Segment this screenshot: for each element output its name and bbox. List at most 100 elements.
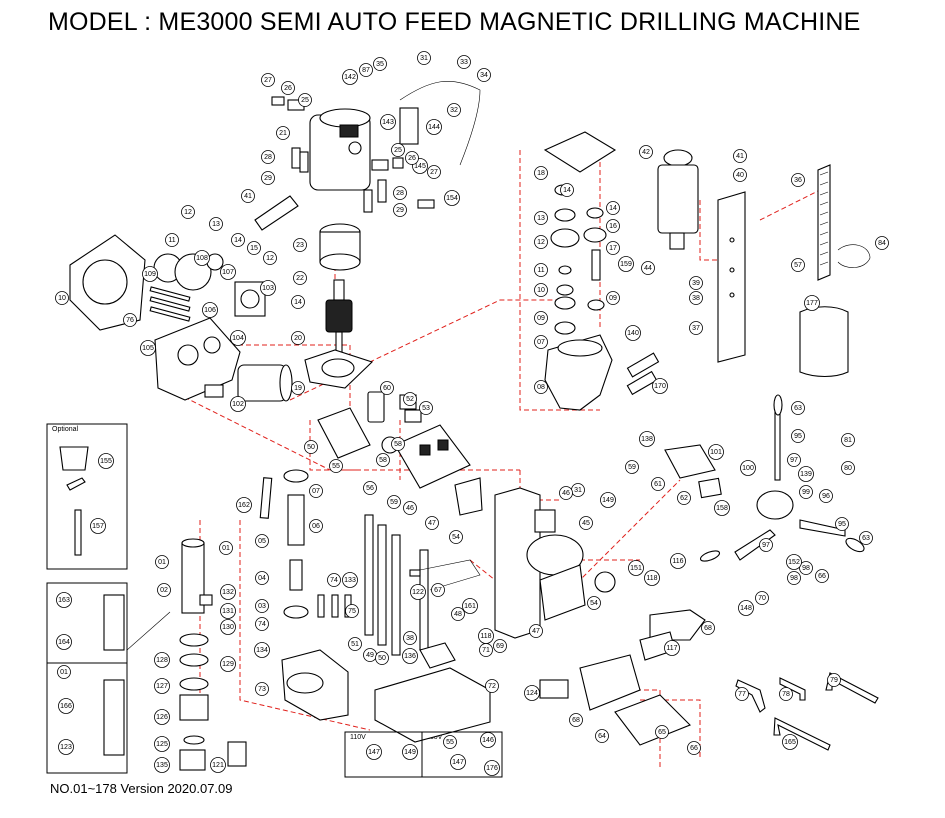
callout-c29b: 29 [393,203,407,217]
callout-label: 126 [156,714,168,721]
callout-label: 71 [482,647,490,654]
callout-label: 154 [446,195,458,202]
callout-c124: 124 [524,685,540,701]
callout-label: 128 [156,657,168,664]
callout-c170: 170 [652,378,668,394]
callout-label: 52 [406,396,414,403]
callout-label: 158 [716,505,728,512]
callout-label: 102 [232,401,244,408]
callout-label: 12 [266,255,274,262]
callout-c14c: 14 [560,183,574,197]
callout-label: 145 [414,163,426,170]
callout-label: 155 [100,458,112,465]
callout-label: 46 [562,490,570,497]
lower-bracket [281,649,349,721]
callout-c77: 77 [735,687,749,701]
callout-c58b: 58 [391,437,405,451]
callout-label: 55 [332,463,340,470]
callout-c107: 107 [220,264,236,280]
callout-label: 08 [537,384,545,391]
callout-c01c: 01 [57,665,71,679]
callout-c50: 50 [304,440,318,454]
callout-label: 31 [574,487,582,494]
callout-label: 38 [406,635,414,642]
callout-label: 02 [160,587,168,594]
callout-c09a: 09 [534,311,548,325]
callout-c67: 67 [431,583,445,597]
callout-c132: 132 [220,584,236,600]
callout-c66b: 66 [687,741,701,755]
callout-c176: 176 [484,760,500,776]
callout-label: 27 [264,77,272,84]
callout-label: 63 [862,535,870,542]
callout-label: 21 [279,130,287,137]
callout-label: 106 [204,307,216,314]
motor-field-coil [319,223,361,271]
callout-c53: 53 [419,401,433,415]
control-box [539,654,691,746]
callout-c22: 22 [293,271,307,285]
callout-label: 22 [296,275,304,282]
gearbox-cover [69,234,266,331]
callout-label: 170 [654,383,666,390]
callout-c64: 64 [595,729,609,743]
gearbox-housing [544,334,613,411]
callout-label: 87 [362,67,370,74]
callout-c159: 159 [618,256,634,272]
callout-label: 146 [482,737,494,744]
callout-c33: 33 [457,55,471,69]
callout-label: 68 [572,717,580,724]
callout-c139: 139 [798,466,814,482]
callout-c103: 103 [260,280,276,296]
diagram-title: MODEL : ME3000 SEMI AUTO FEED MAGNETIC D… [48,8,861,36]
optional-box-label: Optional [52,426,79,433]
callout-c50b: 50 [375,651,389,665]
callout-c13b: 13 [534,211,548,225]
callout-label: 29 [264,175,272,182]
callout-label: 32 [450,107,458,114]
callout-c57: 57 [791,258,805,272]
callout-label: 100 [742,465,754,472]
callout-c109: 109 [142,266,158,282]
callout-label: 03 [258,603,266,610]
callout-c78: 78 [779,687,793,701]
callout-label: 14 [609,205,617,212]
callout-label: 65 [658,729,666,736]
callout-label: 166 [60,703,72,710]
voltage-label-110v: 110V [350,734,366,741]
callout-c31a: 31 [417,51,431,65]
callout-c148: 148 [738,600,754,616]
callout-c27b: 27 [427,165,441,179]
callout-c165: 165 [782,734,798,750]
callout-label: 04 [258,575,266,582]
handle-grip [254,195,299,231]
callout-label: 76 [126,317,134,324]
callout-label: 118 [646,575,657,582]
callout-label: 96 [822,493,830,500]
callout-label: 149 [404,749,416,756]
callout-c55b: 55 [443,735,457,749]
callout-c25a: 25 [298,93,312,107]
callout-label: 45 [582,520,590,527]
callout-label: 58 [394,441,402,448]
callout-c163: 163 [56,592,72,608]
callout-label: 124 [526,690,538,697]
callout-label: 48 [454,611,462,618]
callout-label: 136 [404,653,416,660]
callout-c118b: 118 [644,570,660,586]
callout-c26b: 26 [405,151,419,165]
motor-screws [271,96,435,213]
callout-c11b: 11 [534,263,548,277]
callout-c16: 16 [606,219,620,233]
voltage-switch-box [344,731,503,778]
callout-c32: 32 [447,103,461,117]
callout-label: 75 [348,608,356,615]
callout-c97b: 97 [759,538,773,552]
callout-c21: 21 [276,126,290,140]
callout-c154: 154 [444,190,460,206]
callout-label: 13 [212,221,220,228]
callout-c59b: 59 [625,460,639,474]
callout-label: 109 [144,271,156,278]
callout-label: 162 [238,502,250,509]
callout-c18: 18 [534,166,548,180]
